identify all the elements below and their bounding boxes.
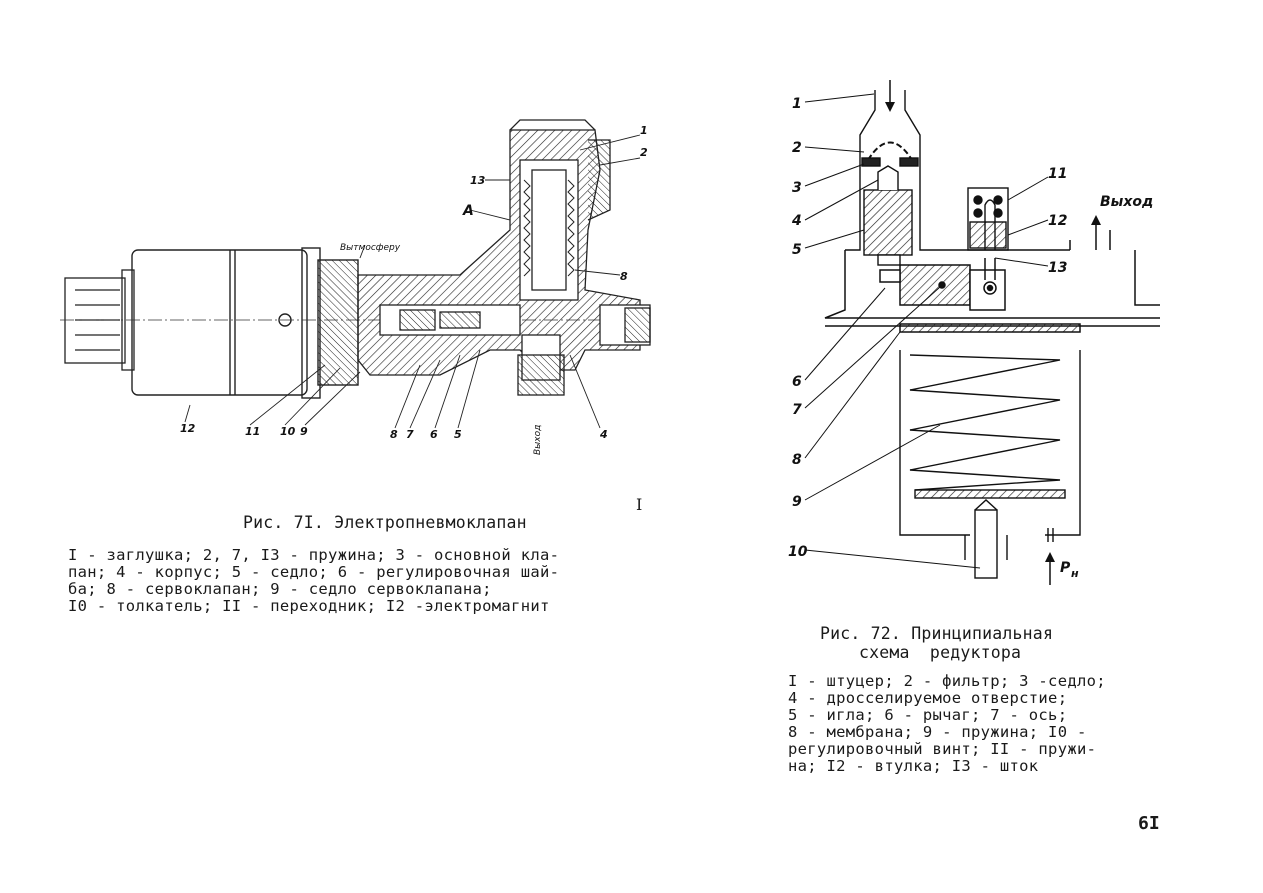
fig71-legend-line: I0 - толкатель; II - переходник; I2 -эле…	[68, 597, 550, 615]
fig71-label-a: A	[462, 203, 474, 219]
fig71-label-8: 8	[390, 428, 398, 441]
fig71-label-7: 7	[406, 428, 414, 441]
fig72-label-1: 1	[792, 96, 802, 112]
fig72-label-2: 2	[792, 140, 802, 156]
fig72-label-3: 3	[792, 180, 802, 196]
fig71-label-12: 12	[180, 422, 196, 435]
fig71-label-11: 11	[245, 425, 260, 438]
fig71-label-1: 1	[640, 124, 648, 137]
fig72-label-9: 9	[792, 494, 802, 510]
fig71-label-atmosphere: Вытмосферу	[340, 243, 401, 253]
fig72-legend-line: регулировочный винт; II - пружи-	[788, 740, 1097, 758]
fig71-label-5: 5	[454, 428, 462, 441]
fig71-legend-line: I - заглушка; 2, 7, I3 - пружина; 3 - ос…	[68, 546, 560, 564]
reducer-housing	[824, 230, 1160, 333]
fig71-label-10: 10	[280, 425, 296, 438]
fig72-label-10: 10	[788, 544, 808, 560]
figure-71-caption: Рис. 7I. Электропневмоклапан	[243, 513, 527, 532]
corner-mark: I	[636, 495, 643, 514]
electromagnet-body	[131, 247, 359, 399]
fig72-legend-line: 5 - игла; 6 - рычаг; 7 - ось;	[788, 706, 1068, 724]
figure-72-drawing: 1 2 3 4 5 11 12 13 6 7 8 9 10 Выход P н	[780, 80, 1180, 600]
fig72-label-5: 5	[792, 242, 802, 258]
figure-72-caption-line1: Рис. 72. Принципиальная	[820, 624, 1054, 643]
fig72-label-12: 12	[1048, 213, 1067, 229]
figure-72-caption-line2: схема редуктора	[859, 643, 1022, 662]
fig72-label-outlet: Выход	[1100, 194, 1153, 210]
fig72-label-13: 13	[1048, 260, 1067, 276]
fig72-legend-line: 4 - дросселируемое отверстие;	[788, 689, 1068, 707]
spring-bushing	[967, 187, 1009, 251]
springs	[523, 179, 575, 277]
valve-body	[357, 119, 651, 396]
fig72-legend-line: на; I2 - втулка; I3 - шток	[788, 757, 1039, 775]
fig71-label-2: 2	[640, 146, 648, 159]
figure-71-drawing: 1 2 13 A 8 Вытмосферу 12 11 10 9 8 7 6 5…	[40, 110, 680, 480]
figure-71-labels: 1 2 13 A 8 Вытмосферу 12 11 10 9 8 7 6 5…	[180, 124, 648, 455]
fig71-label-6: 6	[430, 428, 438, 441]
inlet-fitting	[845, 90, 1070, 266]
fig72-label-4: 4	[791, 213, 802, 229]
fig72-label-pressure-sub: н	[1071, 567, 1079, 580]
fig72-label-6: 6	[792, 374, 802, 390]
fig71-legend-line: пан; 4 - корпус; 5 - седло; 6 - регулиро…	[68, 563, 560, 581]
fig72-legend-line: 8 - мембрана; 9 - пружина; I0 -	[788, 723, 1087, 741]
fig71-label-9: 9	[300, 425, 308, 438]
fig72-legend-line: I - штуцер; 2 - фильтр; 3 -седло;	[788, 672, 1106, 690]
fig72-label-11: 11	[1048, 166, 1067, 182]
page-number: 6I	[1138, 813, 1160, 834]
fig71-legend-line: ба; 8 - сервоклапан; 9 - седло сервоклап…	[68, 580, 492, 598]
figure-72-labels: 1 2 3 4 5 11 12 13 6 7 8 9 10 Выход P н	[788, 96, 1153, 580]
fig71-label-8-top: 8	[620, 270, 628, 283]
fig71-label-outlet: Выход	[533, 425, 543, 455]
spring-chamber	[899, 350, 1081, 579]
fig72-label-pressure: P	[1060, 560, 1071, 576]
fig71-label-4: 4	[599, 428, 608, 441]
fig72-label-8: 8	[792, 452, 802, 468]
fig71-label-13: 13	[470, 174, 486, 187]
fig72-label-7: 7	[792, 402, 802, 418]
